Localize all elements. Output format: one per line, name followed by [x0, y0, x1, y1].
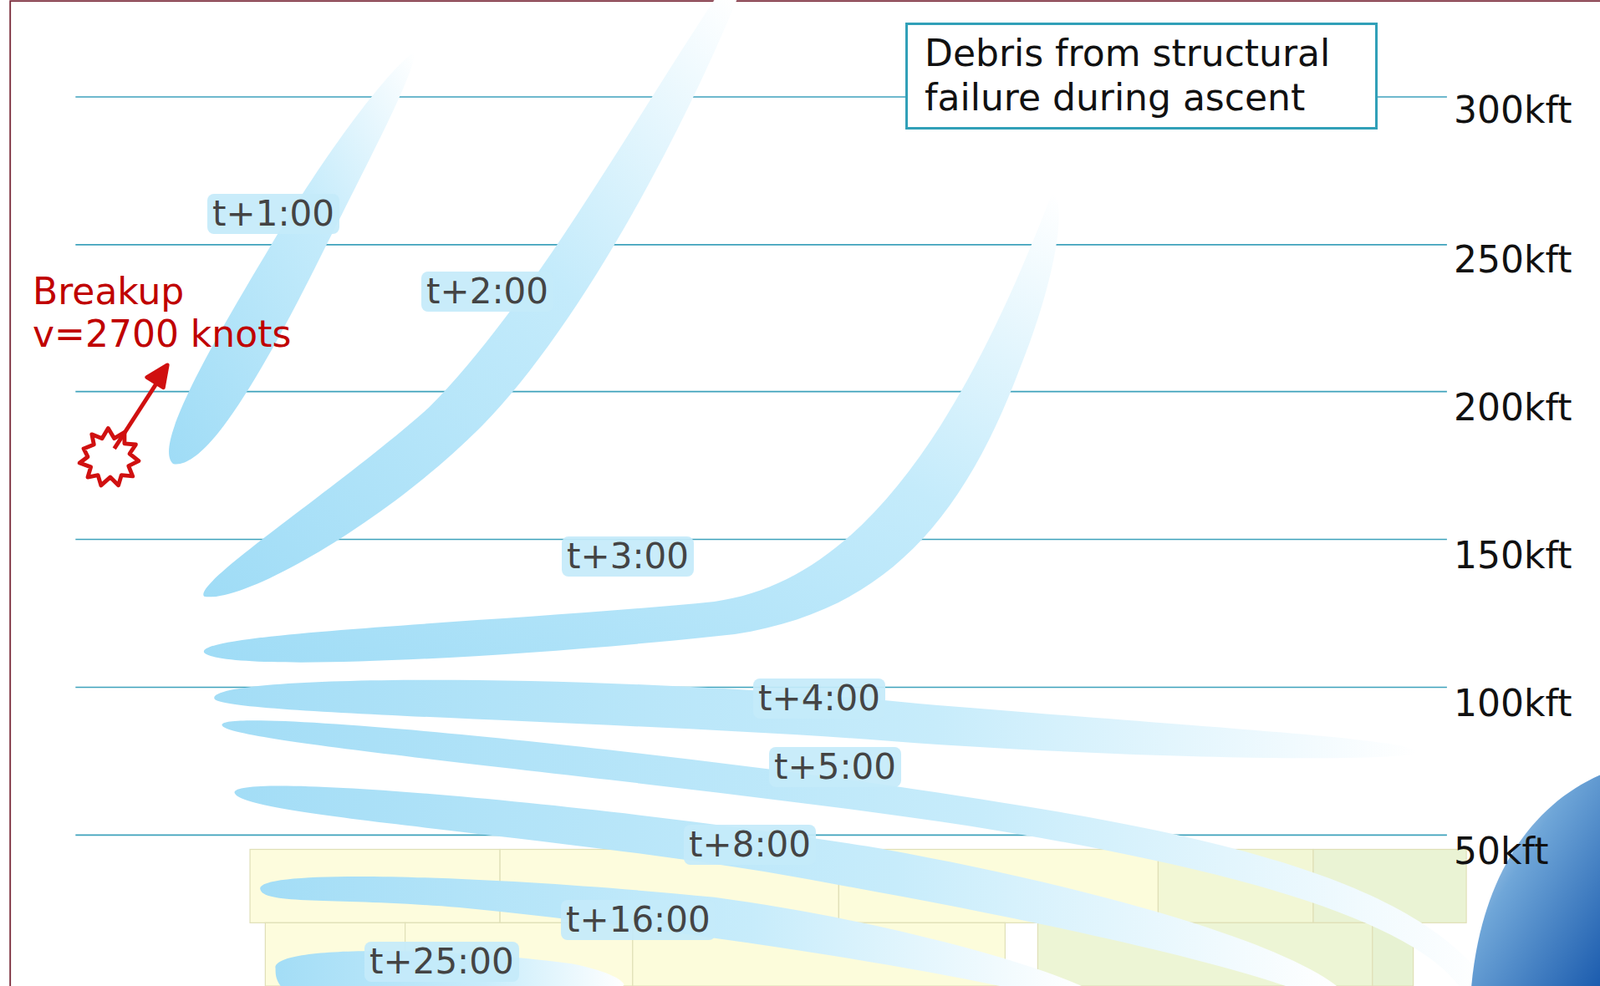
time-label: t+2:00 — [421, 271, 554, 312]
altitude-label: 200kft — [1453, 387, 1572, 430]
note-text: Debris from structural failure during as… — [924, 31, 1359, 121]
altitude-label: 150kft — [1453, 535, 1572, 578]
time-label: t+3:00 — [561, 536, 694, 577]
time-label: t+8:00 — [683, 825, 816, 866]
time-label: t+4:00 — [753, 678, 886, 719]
altitude-label: 50kft — [1453, 830, 1549, 874]
page-border — [10, 0, 1600, 986]
corner-swoosh — [1471, 774, 1600, 986]
debris-plumes — [168, 0, 1490, 986]
breakup-note: Breakup v=2700 knots — [32, 270, 317, 356]
time-label: t+25:00 — [364, 942, 520, 983]
altitude-label: 100kft — [1453, 682, 1572, 726]
note-box: Debris from structural failure during as… — [905, 22, 1378, 130]
altitude-label: 250kft — [1453, 239, 1572, 282]
time-label: t+5:00 — [769, 747, 902, 788]
breakup-burst — [79, 365, 168, 486]
time-label: t+1:00 — [207, 193, 340, 235]
altitude-label: 300kft — [1453, 89, 1572, 133]
time-label: t+16:00 — [560, 900, 716, 941]
